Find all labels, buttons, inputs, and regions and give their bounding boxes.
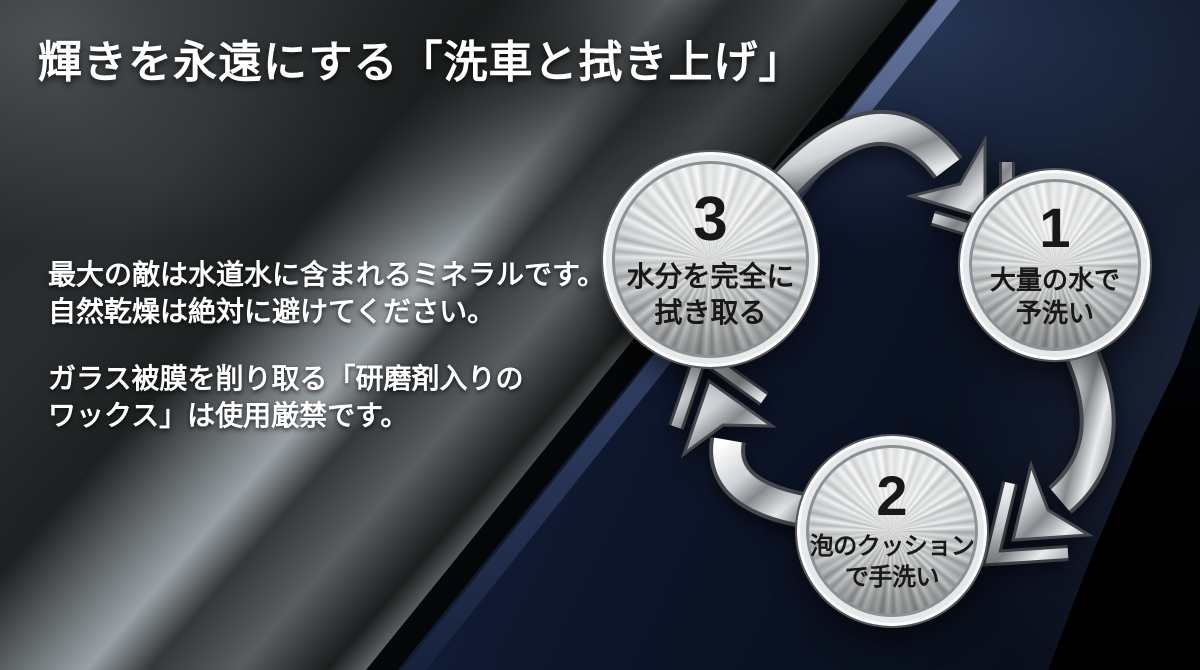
step-1-label: 大量の水で 予洗い [990,264,1120,331]
cycle-arrow-2-to-3-icon [668,341,818,530]
step-2-circle: 2 泡のクッション で手洗い [797,436,987,626]
step-3-circle: 3 水分を完全に 拭き取る [603,152,818,367]
note-wax-line2: ワックス」は使用厳禁です。 [48,400,409,432]
note-wax-warning: ガラス被膜を削り取る「研磨剤入りの ワックス」は使用厳禁です。 [48,360,523,434]
step-3-label: 水分を完全に 拭き取る [626,259,794,331]
page-title: 輝きを永遠にする「洗車と拭き上げ」 [38,38,804,87]
step-3-label-line2: 拭き取る [654,296,767,328]
step-1-circle: 1 大量の水で 予洗い [960,170,1150,360]
step-1-number: 1 [1039,195,1071,259]
step-1-label-line2: 予洗い [1015,298,1094,328]
note-minerals-line1: 最大の敵は水道水に含まれるミネラルです。 [48,259,606,290]
step-2-label-line2: で手洗い [845,564,939,591]
note-wax-line1: ガラス被膜を削り取る「研磨剤入りの [48,363,524,394]
step-3-number: 3 [693,184,728,254]
step-2-label: 泡のクッション で手洗い [810,532,975,593]
step-2-number: 2 [876,464,908,528]
step-1-label-line1: 大量の水で [989,264,1120,295]
step-2-label-line1: 泡のクッション [809,533,975,561]
note-minerals: 最大の敵は水道水に含まれるミネラルです。 自然乾燥は絶対に避けてください。 [48,256,605,330]
step-3-label-line1: 水分を完全に [626,260,795,292]
note-minerals-line2: 自然乾燥は絶対に避けてください。 [48,296,496,328]
cycle-arrow-1-to-2-icon [981,337,1116,567]
